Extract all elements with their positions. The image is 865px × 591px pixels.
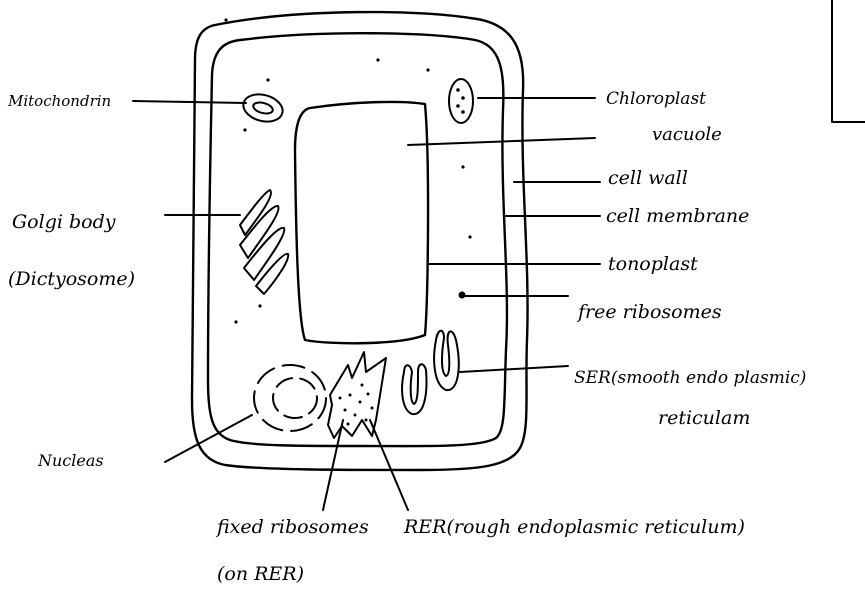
mitochondrion-shape — [240, 90, 285, 125]
fixed-ribosome-dots — [339, 384, 374, 426]
label-golgi-body: Golgi body — [12, 211, 116, 233]
label-vacuole: vacuole — [652, 124, 722, 145]
nucleus-shape — [254, 365, 326, 431]
label-chloroplast: Chloroplast — [606, 89, 706, 109]
label-tonoplast: tonoplast — [608, 253, 698, 275]
label-cell-wall: cell wall — [608, 167, 688, 189]
label-ser: SER(smooth endo plasmic) — [574, 368, 806, 388]
label-on-rer: (on RER) — [217, 563, 304, 585]
leader-lines — [133, 98, 600, 510]
ser-shape — [402, 331, 459, 414]
label-rer: RER(rough endoplasmic reticulum) — [403, 516, 745, 538]
corner-box — [832, 0, 865, 122]
label-free-ribosomes: free ribosomes — [576, 301, 722, 323]
label-fixed-ribosomes: fixed ribosomes — [215, 516, 369, 538]
vacuole-shape — [295, 102, 428, 343]
mitochondrion-inner — [252, 101, 274, 116]
chloroplast-shape — [449, 79, 473, 123]
rer-shape — [328, 352, 386, 438]
golgi-body-shape — [240, 190, 288, 294]
label-mitochondrion: Mitochondrin — [7, 92, 111, 110]
label-dictyosome: (Dictyosome) — [8, 268, 135, 290]
label-ser-reticulum: reticulam — [658, 407, 750, 429]
label-cell-membrane: cell membrane — [606, 205, 749, 227]
label-nucleus: Nucleas — [37, 451, 104, 470]
